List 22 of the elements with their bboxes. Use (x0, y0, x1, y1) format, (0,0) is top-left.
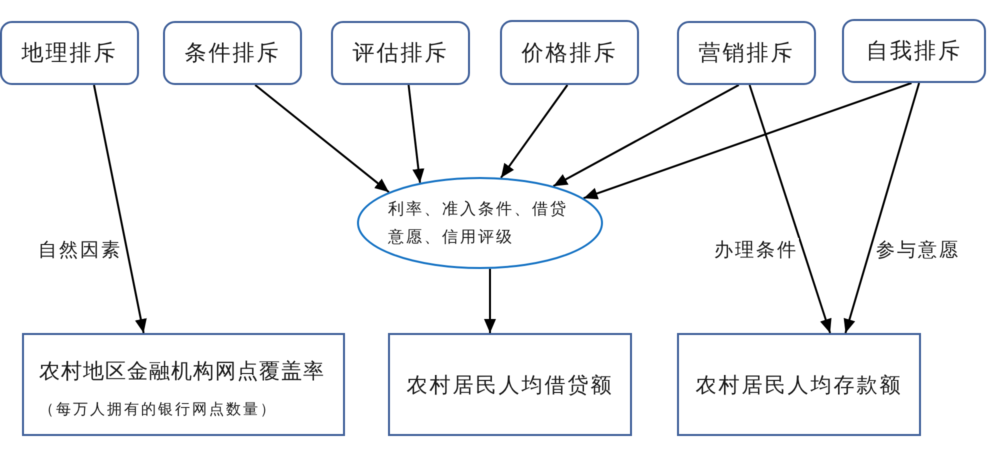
rounded-box: 评估排斥 (331, 21, 470, 85)
rounded-box: 自我排斥 (842, 19, 986, 83)
rounded-box: 价格排斥 (500, 20, 639, 85)
arrow (844, 82, 920, 334)
rounded-box: 地理排斥 (0, 21, 139, 85)
arrow (254, 84, 390, 193)
arrow (500, 84, 568, 178)
rounded-box: 营销排斥 (677, 21, 816, 85)
arrow (748, 84, 832, 334)
arrow (552, 84, 740, 187)
box: 农村居民人均存款额 (677, 333, 921, 436)
edge-label: 参与意愿 (875, 238, 961, 262)
arrow (408, 84, 424, 183)
arrow (93, 84, 147, 334)
box (22, 333, 345, 436)
rounded-box: 条件排斥 (163, 21, 302, 85)
ellipse-text: 利率、准入条件、借贷意愿、信用评级 (388, 198, 569, 248)
note-text: （每万人拥有的银行网点数量） (39, 399, 277, 420)
arrow (484, 268, 496, 333)
box-text: 农村地区金融机构网点覆盖率 (39, 358, 325, 385)
arrow (583, 82, 912, 200)
box: 农村居民人均借贷额 (388, 333, 632, 436)
